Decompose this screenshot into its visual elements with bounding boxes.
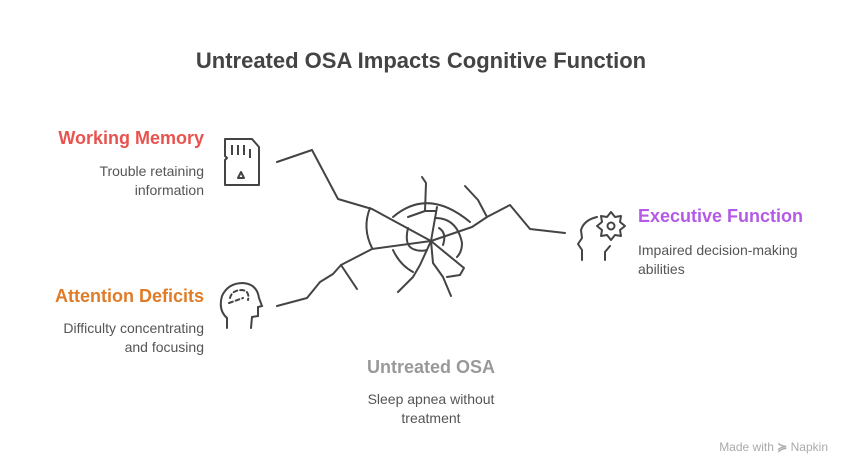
crack-branch <box>407 176 427 218</box>
crack-branch <box>340 264 358 290</box>
crack-line-down-left <box>397 240 432 293</box>
desc-line: Impaired decision-making <box>638 242 798 258</box>
napkin-attribution[interactable]: Made with ≽ Napkin <box>719 440 828 454</box>
brand-label: Napkin <box>790 440 828 454</box>
desc-line: and focusing <box>124 339 204 355</box>
desc-line: treatment <box>401 410 461 426</box>
desc-line: Sleep apnea without <box>367 391 495 407</box>
arc <box>434 217 463 258</box>
attention-heading: Attention Deficits <box>54 286 204 306</box>
desc-line: Difficulty concentrating <box>63 320 204 336</box>
desc-line: abilities <box>638 261 685 277</box>
working-memory-description: Trouble retaining information <box>99 162 204 200</box>
arc <box>438 227 446 246</box>
center-heading: Untreated OSA <box>366 357 496 377</box>
arc <box>392 249 414 273</box>
attention-description: Difficulty concentrating and focusing <box>63 319 204 357</box>
center-description: Sleep apnea without treatment <box>311 390 551 428</box>
arc <box>405 227 428 252</box>
crack-branch <box>464 185 488 218</box>
executive-description: Impaired decision-making abilities <box>638 241 798 279</box>
working-memory-heading: Working Memory <box>58 128 204 148</box>
crack-line-top <box>430 206 438 242</box>
made-with-label: Made with <box>719 440 774 454</box>
desc-line: information <box>134 182 204 198</box>
page-title: Untreated OSA Impacts Cognitive Function <box>195 48 647 73</box>
napkin-logo-icon: ≽ <box>777 440 788 454</box>
executive-heading: Executive Function <box>638 206 804 226</box>
crack-line-upper-left <box>276 149 432 242</box>
crack-line-down-right <box>430 240 465 278</box>
arc <box>365 207 373 249</box>
arc <box>392 202 471 223</box>
desc-line: Trouble retaining <box>99 163 204 179</box>
crack-line-right <box>430 204 566 242</box>
crack-line-down <box>430 240 452 297</box>
